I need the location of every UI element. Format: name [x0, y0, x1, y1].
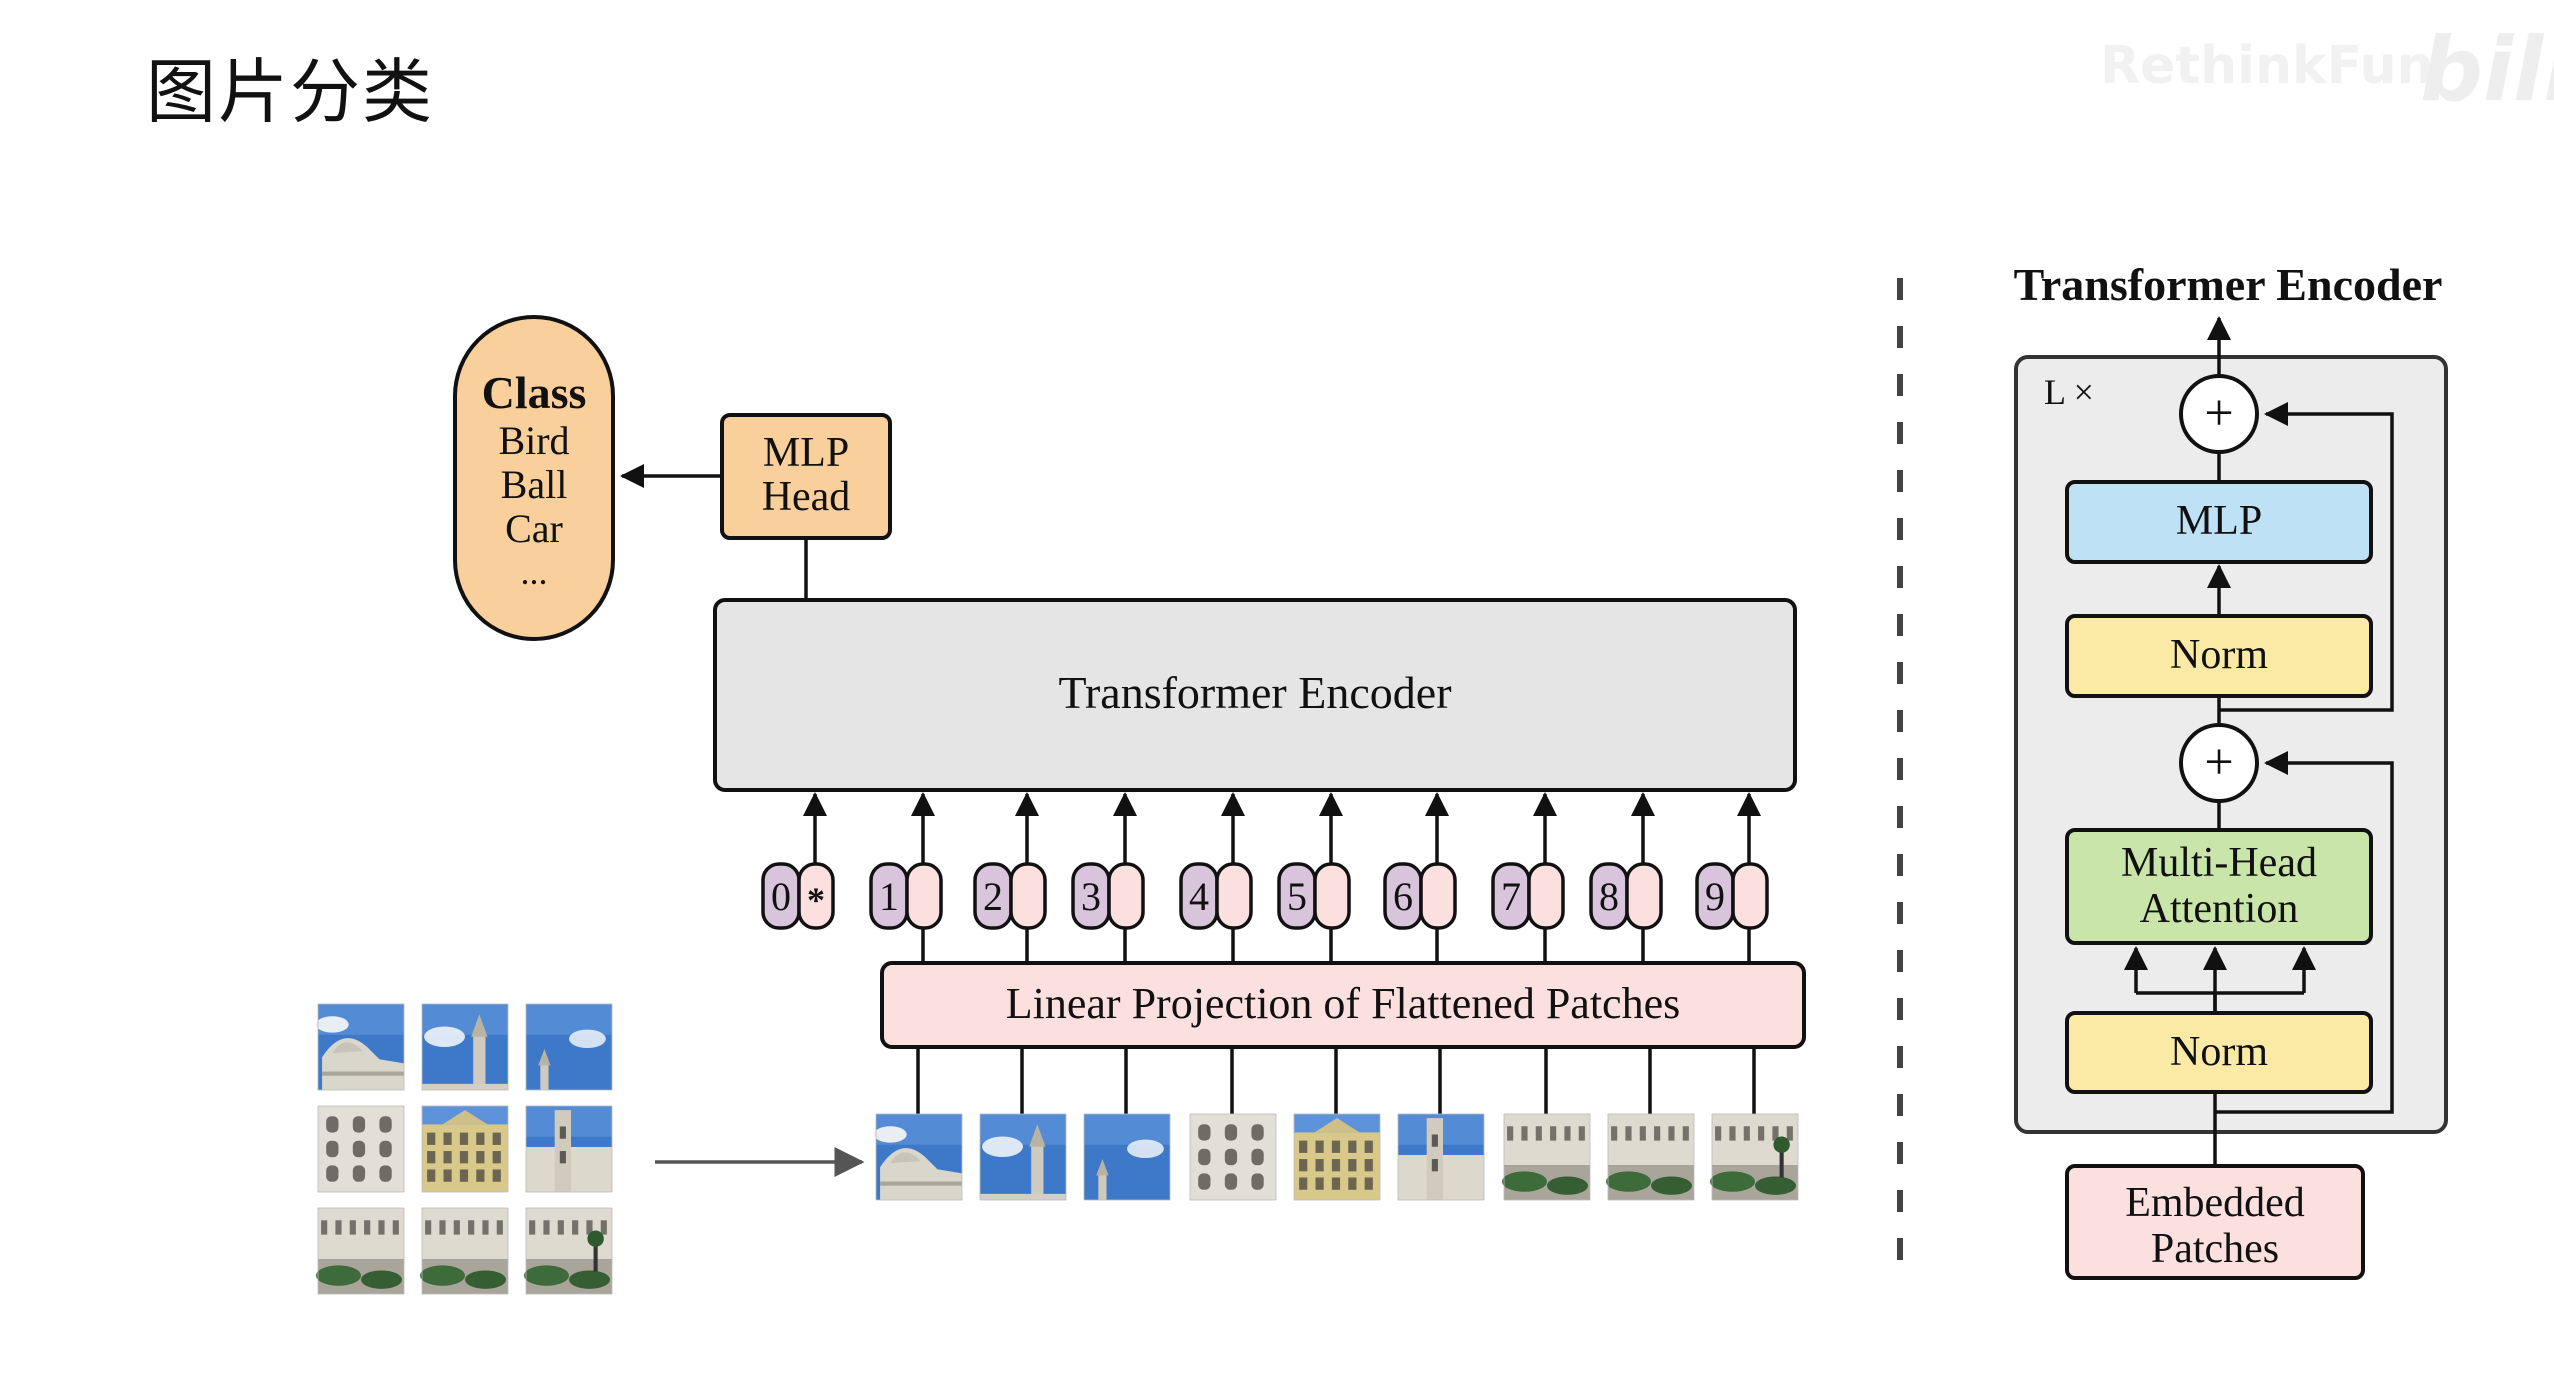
mlp-head-line1: MLP: [763, 430, 849, 476]
patch-token-0: [797, 862, 835, 930]
norm-top-box: Norm: [2065, 614, 2373, 698]
position-label-2: 2: [983, 874, 1003, 919]
embedded-patches-line1: Embedded: [2125, 1180, 2305, 1226]
norm-bottom-shape: [2065, 1011, 2373, 1094]
patch-token-8: [1625, 862, 1663, 930]
patch-token-4: [1215, 862, 1253, 930]
grid-patch-6: [525, 1105, 613, 1193]
grid-patch-1: [315, 1003, 405, 1091]
patch-token-5: [1313, 862, 1351, 930]
grid-patch-5: [421, 1105, 509, 1193]
residual-add-lower: +: [2179, 723, 2259, 803]
transformer-encoder-shape: [713, 598, 1797, 792]
token-pair-8: 8: [1589, 792, 1663, 963]
norm-bottom-label: Norm: [2170, 1029, 2268, 1075]
residual-add-upper: +: [2179, 374, 2259, 454]
residual-skip-top: [2219, 402, 2394, 712]
flattened-patch-9: [1709, 1113, 1799, 1201]
embedded-patches-box: Embedded Patches: [2065, 1164, 2365, 1280]
mlp-head-box: MLP Head: [720, 413, 892, 540]
transformer-encoder-label: Transformer Encoder: [1058, 667, 1451, 718]
token-pair-7: 7: [1491, 792, 1565, 963]
class-box-shape: [453, 315, 615, 641]
norm-bottom-box: Norm: [2065, 1011, 2373, 1094]
residual-skip-bottom: [2215, 751, 2394, 1114]
flattened-patch-2: [979, 1113, 1067, 1201]
grid-patch-9: [523, 1207, 613, 1295]
flattened-patch-3: [1083, 1113, 1171, 1201]
bilibili-logo: bili: [2420, 18, 2554, 121]
token-pair-5: 5: [1277, 792, 1351, 963]
flattened-patch-1: [873, 1113, 963, 1201]
watermark-text: RethinkFun: [2100, 36, 2434, 96]
slide-title: 图片分类: [146, 51, 434, 133]
position-label-8: 8: [1599, 874, 1619, 919]
position-label-3: 3: [1081, 874, 1101, 919]
norm-top-label: Norm: [2170, 632, 2268, 678]
position-label-9: 9: [1705, 874, 1725, 919]
residual-add-upper-symbol: +: [2204, 385, 2233, 442]
multi-head-attention-line2: Attention: [2140, 886, 2299, 932]
patch-token-3: [1107, 862, 1145, 930]
position-label-5: 5: [1287, 874, 1307, 919]
transformer-encoder-box: Transformer Encoder: [713, 598, 1797, 792]
grid-patch-2: [421, 1003, 509, 1091]
patch-token-1: [905, 862, 943, 930]
position-label-0: 0: [771, 874, 791, 919]
class-box: Class Bird Ball Car ...: [453, 315, 615, 641]
grid-patch-4: [317, 1105, 405, 1193]
token-pair-9: 9: [1695, 792, 1769, 963]
linear-projection-label: Linear Projection of Flattened Patches: [1006, 979, 1680, 1028]
class-item-car: Car: [505, 506, 563, 551]
flattened-patch-4: [1189, 1113, 1277, 1201]
image-patch-grid: [315, 1003, 613, 1295]
token-pair-4: 4: [1179, 792, 1253, 963]
multi-head-attention-box: Multi-Head Attention: [2065, 828, 2373, 945]
flattened-patch-6: [1397, 1113, 1485, 1201]
token-pair-0: 0*: [761, 792, 835, 930]
mlp-label: MLP: [2176, 498, 2262, 544]
token-pair-6: 6: [1383, 792, 1457, 963]
flattened-patch-8: [1605, 1113, 1695, 1201]
token-pair-3: 3: [1071, 792, 1145, 963]
grid-patch-7: [315, 1207, 405, 1295]
mlp-box: MLP: [2065, 480, 2373, 564]
class-title: Class: [482, 367, 587, 418]
linear-projection-shape: [880, 961, 1806, 1049]
class-item-ball: Ball: [501, 462, 568, 507]
position-label-6: 6: [1393, 874, 1413, 919]
grid-patch-3: [525, 1003, 613, 1091]
flattened-patch-5: [1293, 1113, 1381, 1201]
multi-head-attention-line1: Multi-Head: [2121, 840, 2317, 886]
position-label-1: 1: [879, 874, 899, 919]
flattened-patch-7: [1501, 1113, 1591, 1201]
position-label-7: 7: [1501, 874, 1521, 919]
position-label-4: 4: [1189, 874, 1209, 919]
flattened-patch-row: [873, 1047, 1799, 1201]
residual-add-lower-symbol: +: [2204, 734, 2233, 791]
token-pair-1: 1: [869, 792, 943, 963]
cls-token-symbol: *: [807, 880, 825, 920]
patch-token-6: [1419, 862, 1457, 930]
patch-token-2: [1009, 862, 1047, 930]
patch-token-9: [1731, 862, 1769, 930]
token-pair-2: 2: [973, 792, 1047, 963]
mlp-head-line2: Head: [762, 474, 851, 520]
embedded-patches-line2: Patches: [2151, 1226, 2279, 1272]
repeat-label: L ×: [2044, 372, 2094, 412]
class-item-bird: Bird: [498, 418, 569, 463]
patch-token-7: [1527, 862, 1565, 930]
qkv-arrows: [2124, 946, 2316, 1013]
class-item-more: ...: [521, 552, 548, 592]
grid-patch-8: [419, 1207, 509, 1295]
encoder-detail-title: Transformer Encoder: [2014, 259, 2443, 310]
linear-projection-box: Linear Projection of Flattened Patches: [880, 961, 1806, 1049]
